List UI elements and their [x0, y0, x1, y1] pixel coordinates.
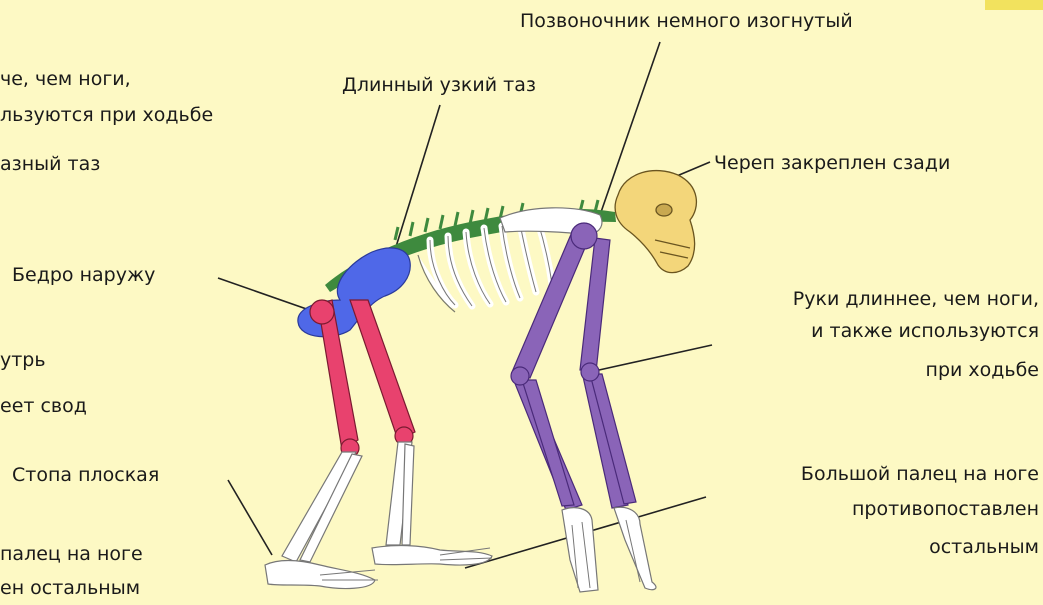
leader-foot-flat [228, 480, 272, 555]
lower-legs [282, 442, 414, 562]
leader-arms [590, 345, 712, 372]
skull [615, 171, 696, 273]
left-leg [310, 300, 415, 457]
leader-long-pelvis [395, 105, 440, 250]
hands [562, 507, 656, 592]
pelvis [298, 248, 410, 337]
